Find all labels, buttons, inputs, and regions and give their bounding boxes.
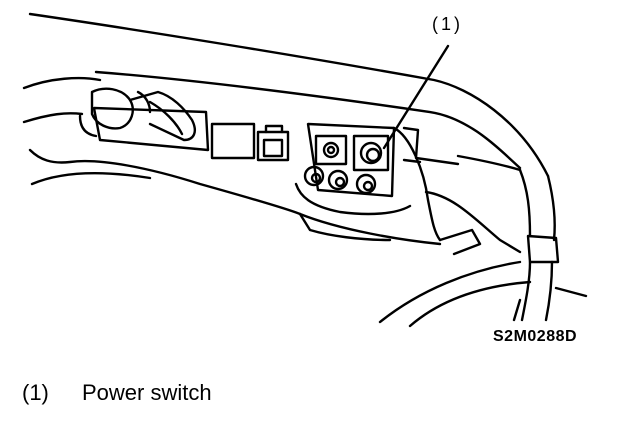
housing-inner-edge xyxy=(94,70,522,170)
modular-jack xyxy=(256,124,290,162)
power-switch xyxy=(352,134,390,172)
figure-code: S2M0288D xyxy=(493,328,578,345)
callout-leader xyxy=(382,44,450,150)
base-surface xyxy=(378,260,522,324)
port-slot xyxy=(210,122,256,160)
carry-strap xyxy=(456,154,560,322)
callout-label: (1) xyxy=(432,14,463,34)
legend-label: Power switch xyxy=(82,380,212,405)
unit-top-edge xyxy=(28,12,550,178)
left-body-outline xyxy=(22,76,102,90)
side-housing xyxy=(392,126,442,242)
front-panel xyxy=(92,106,210,152)
dc-jack xyxy=(314,134,348,166)
legend-item: (1) Power switch xyxy=(22,380,212,406)
legend-number: (1) xyxy=(22,380,49,405)
round-jacks xyxy=(303,165,377,195)
cable-plug xyxy=(90,87,196,142)
